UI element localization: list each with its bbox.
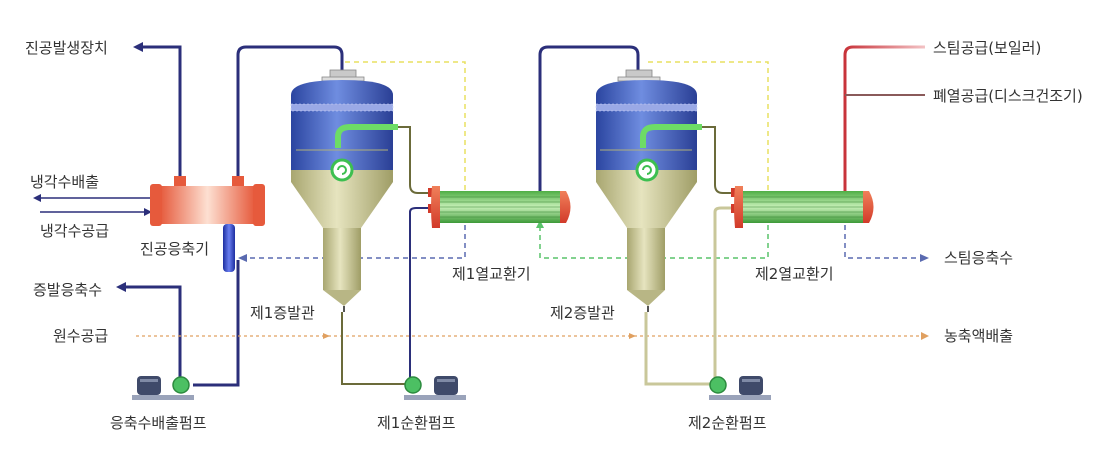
heat-exchanger-2 <box>731 186 874 228</box>
circulation-lines <box>341 206 733 386</box>
label-evaporator-1: 제1증발관 <box>250 304 315 322</box>
steam-condensate-arrow-icon <box>920 254 929 262</box>
label-steam-condensate: 스팀응축수 <box>944 249 1014 267</box>
label-evaporated-condensate: 증발응축수 <box>33 281 103 299</box>
label-vacuum-generator: 진공발생장치 <box>25 39 108 57</box>
green-up-arrow-icon <box>536 220 544 228</box>
label-condensate-discharge-pump: 응축수배출펌프 <box>110 414 207 432</box>
vacuum-arrow-icon <box>133 42 143 52</box>
circulation-pump-2-icon <box>709 376 771 400</box>
label-cooling-water-in: 냉각수공급 <box>40 222 110 240</box>
label-circulation-pump-2: 제2순환펌프 <box>688 414 767 432</box>
label-waste-heat-supply: 폐열공급(디스크건조기) <box>933 87 1083 105</box>
concentrate-arrow-icon <box>921 332 929 340</box>
vacuum-condenser <box>150 176 265 272</box>
feed-arrow-icon-1 <box>323 333 330 339</box>
cooling-water-lines <box>40 197 150 213</box>
evaporator-2 <box>595 69 733 312</box>
label-concentrate-discharge: 농축액배출 <box>944 327 1014 345</box>
steam-lines <box>843 45 925 192</box>
circulation-pump-1-icon <box>404 376 466 400</box>
label-evaporator-2: 제2증발관 <box>550 304 615 322</box>
cooling-out-arrow-icon <box>33 194 41 202</box>
label-heat-exchanger-1: 제1열교환기 <box>452 265 531 283</box>
label-steam-supply: 스팀공급(보일러) <box>933 39 1042 57</box>
condenser-return-arrow-icon <box>238 254 247 262</box>
label-circulation-pump-1: 제1순환펌프 <box>377 414 456 432</box>
condensate-pump-icon <box>132 376 194 400</box>
condensate-arrow-icon <box>116 282 126 292</box>
evaporator-1 <box>290 69 430 312</box>
label-raw-water-supply: 원수공급 <box>53 327 109 345</box>
label-heat-exchanger-2: 제2열교환기 <box>755 265 834 283</box>
heat-exchanger-1 <box>428 186 571 228</box>
cooling-in-arrow-icon <box>144 208 152 216</box>
label-vacuum-condenser: 진공응축기 <box>140 240 210 258</box>
feed-arrow-icon-2 <box>629 333 636 339</box>
vacuum-line <box>125 45 640 387</box>
label-cooling-water-out: 냉각수배출 <box>30 173 100 191</box>
